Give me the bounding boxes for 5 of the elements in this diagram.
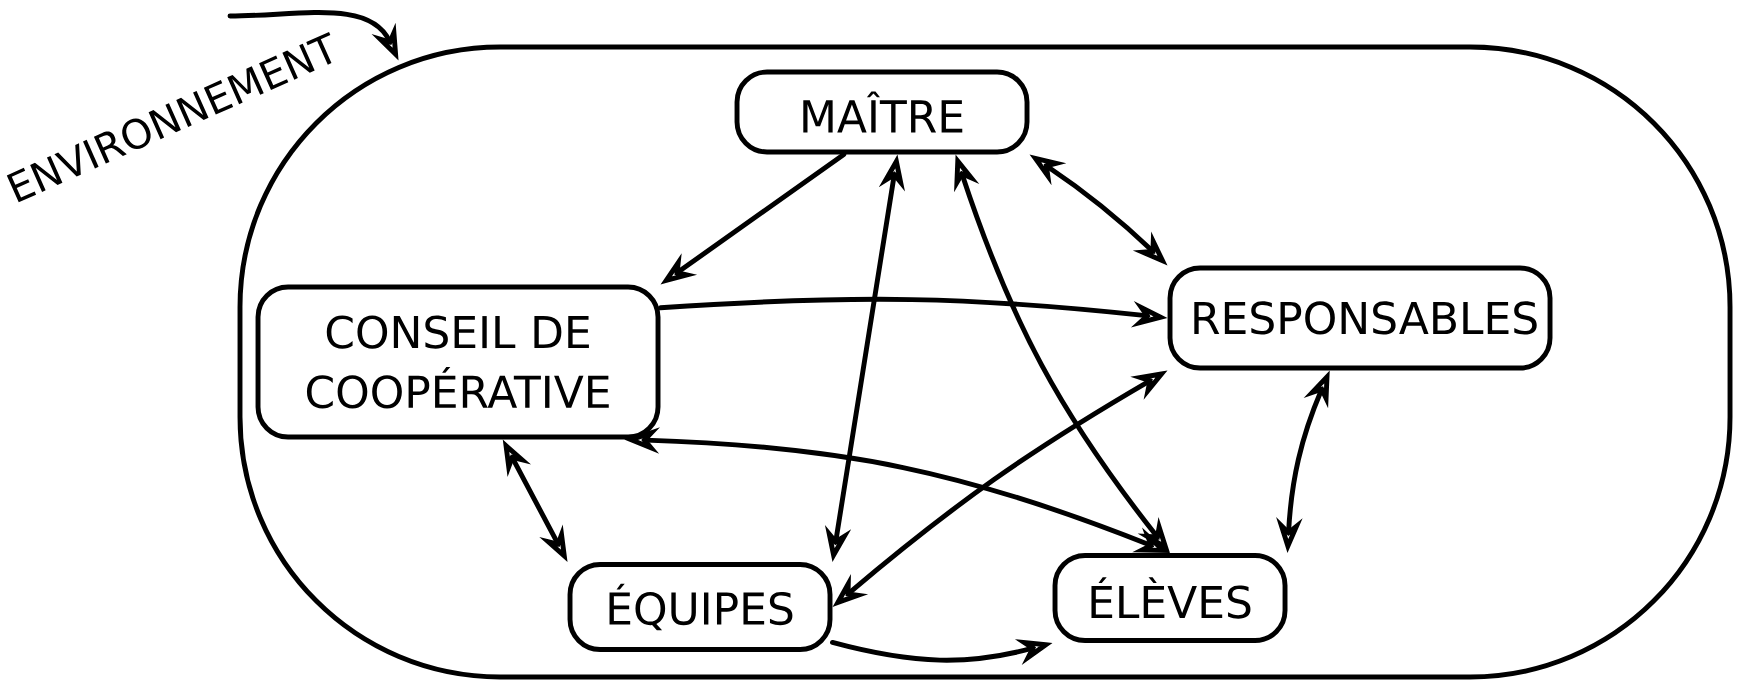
- rounded-box: ÉLÈVES: [1052, 553, 1288, 643]
- rounded-box: CONSEIL DE COOPÉRATIVE: [255, 284, 661, 440]
- rounded-box: ÉQUIPES: [567, 562, 833, 652]
- rounded-box: RESPONSABLES: [1167, 265, 1553, 371]
- rounded-box: MAÎTRE: [734, 69, 1030, 155]
